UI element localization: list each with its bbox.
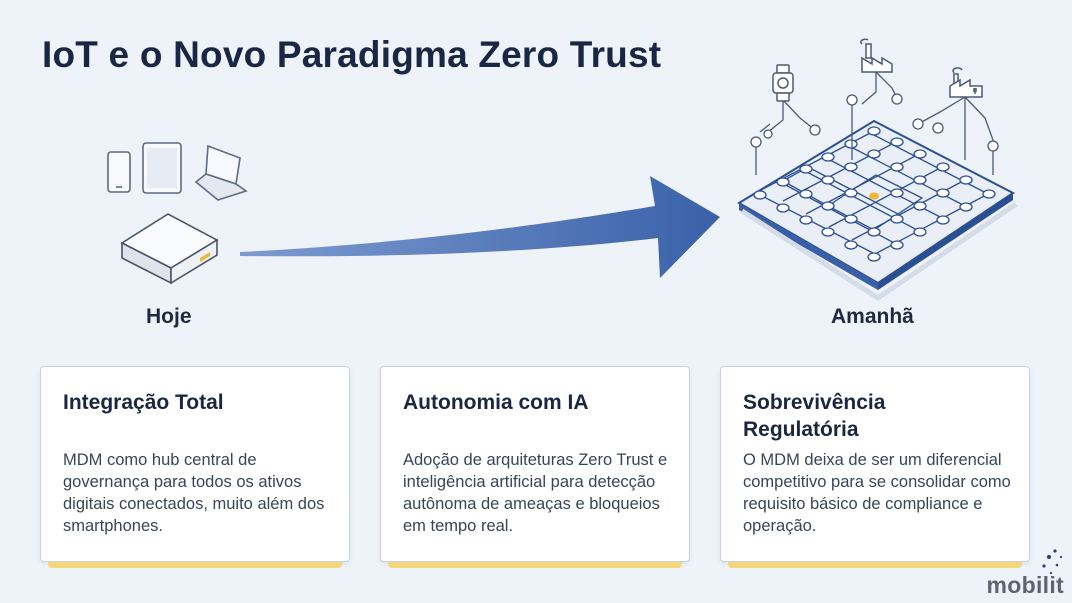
card-accent — [388, 562, 682, 568]
network-grid-icon — [737, 71, 1018, 301]
page-title: IoT e o Novo Paradigma Zero Trust — [42, 34, 662, 75]
card-body: MDM como hub central de governança para … — [63, 451, 325, 535]
tablet-icon — [142, 142, 182, 194]
industrial-plant-icon — [949, 67, 983, 98]
laptop-icon — [194, 144, 248, 201]
mobilit-logo: mobilit — [986, 572, 1064, 598]
card-accent — [48, 562, 342, 568]
card-body: O MDM deixa de ser um diferencial compet… — [743, 451, 1011, 535]
gateway-box-icon — [120, 213, 219, 285]
card-integration: Integração Total MDM como hub central de… — [40, 366, 350, 562]
label-tomorrow: Amanhã — [831, 305, 914, 328]
logo-dots — [1042, 549, 1063, 575]
card-title: Sobrevivência Regulatória — [743, 391, 886, 441]
factory-icon — [860, 38, 893, 73]
arrow-icon — [240, 176, 720, 278]
card-autonomy: Autonomia com IA Adoção de arquiteturas … — [380, 366, 690, 562]
smartphone-icon — [107, 151, 131, 193]
card-title: Integração Total — [63, 391, 224, 414]
smartwatch-icon — [772, 64, 794, 102]
card-body: Adoção de arquiteturas Zero Trust e inte… — [403, 451, 668, 535]
card-title: Autonomia com IA — [403, 391, 589, 414]
card-accent — [728, 562, 1022, 568]
card-regulatory: Sobrevivência Regulatória O MDM deixa de… — [720, 366, 1030, 562]
label-today: Hoje — [146, 305, 192, 328]
